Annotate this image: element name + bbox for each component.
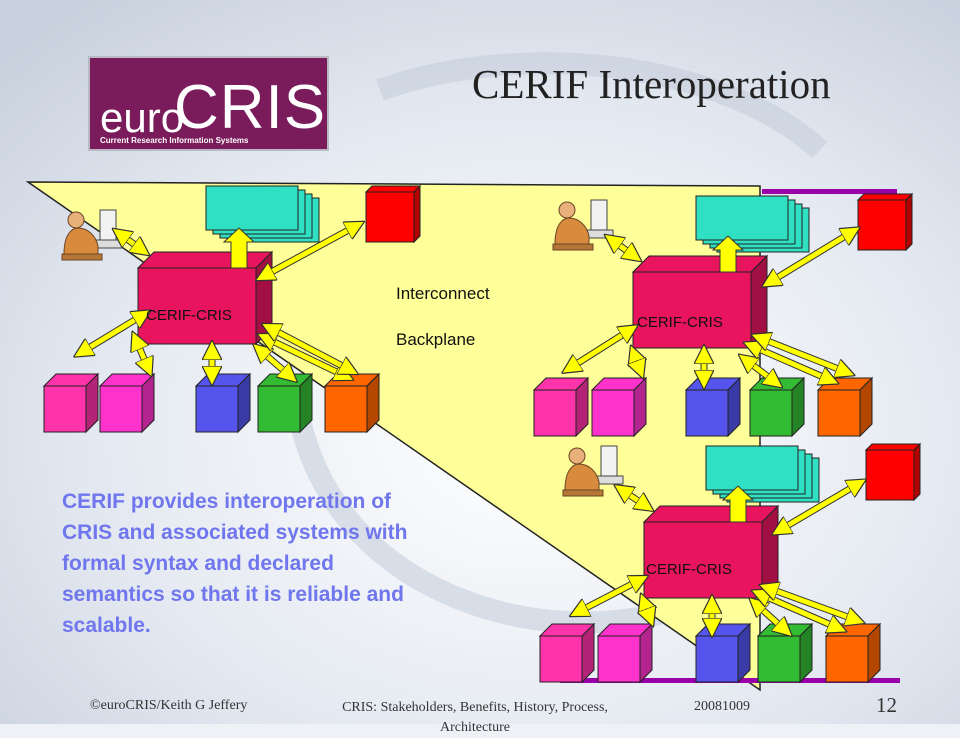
user-at-computer-icon: [61, 209, 123, 261]
double-arrow: [770, 232, 852, 282]
document-stack: [205, 185, 320, 243]
double-arrow: [578, 580, 640, 612]
cris-label: CERIF-CRIS: [146, 307, 232, 324]
footer-copyright: ©euroCRIS/Keith G Jeffery: [90, 698, 248, 713]
cris-cluster-3: [538, 442, 922, 684]
document-stack: [705, 445, 820, 503]
cris-label: CERIF-CRIS: [646, 561, 732, 578]
associated-system-cube: [42, 372, 100, 434]
associated-system-cube: [824, 622, 882, 684]
double-arrow: [264, 226, 356, 276]
double-arrow: [622, 490, 646, 506]
cerif-description: CERIF provides interoperation of CRIS an…: [62, 490, 408, 637]
external-system-box: [364, 184, 422, 244]
associated-system-cube: [323, 372, 381, 434]
user-at-computer-icon: [562, 445, 624, 497]
associated-system-cube: [694, 622, 752, 684]
associated-system-cube: [590, 376, 648, 438]
double-arrow: [570, 330, 630, 368]
footer-presentation-title: CRIS: Stakeholders, Benefits, History, P…: [342, 700, 608, 735]
double-arrow: [760, 338, 846, 372]
cris-cluster-2: [532, 192, 914, 438]
backplane-label-line1: Interconnect: [396, 284, 490, 303]
double-arrow: [634, 354, 640, 370]
double-arrow: [780, 484, 858, 530]
associated-system-cube: [748, 376, 806, 438]
double-arrow: [768, 588, 856, 620]
cerif-cris-cube: [136, 250, 274, 346]
up-arrow: [222, 227, 256, 269]
double-arrow: [136, 340, 148, 368]
cris-label: CERIF-CRIS: [637, 314, 723, 331]
external-system-box: [864, 442, 922, 502]
top-rule: [762, 189, 897, 194]
document-stack: [695, 195, 810, 253]
associated-system-cube: [98, 372, 156, 434]
associated-system-cube: [756, 622, 814, 684]
associated-system-cube: [532, 376, 590, 438]
associated-system-cube: [816, 376, 874, 438]
user-at-computer-icon: [552, 199, 614, 251]
cerif-cris-cube: [631, 254, 769, 350]
double-arrow: [270, 328, 350, 370]
slide-title: CERIF Interoperation: [472, 61, 831, 107]
page-number: 12: [876, 693, 897, 717]
double-arrow: [644, 602, 650, 618]
backplane-label-line2: Backplane: [396, 330, 476, 349]
logo-euro-text: euro: [100, 94, 185, 141]
cris-cluster-1: [42, 184, 422, 434]
eurocris-logo: euro CRIS Current Research Information S…: [88, 56, 329, 151]
double-arrow: [612, 240, 634, 256]
up-arrow: [711, 235, 745, 273]
associated-system-cube: [256, 372, 314, 434]
double-arrow: [120, 234, 142, 250]
logo-cris-text: CRIS: [174, 73, 327, 142]
associated-system-cube: [596, 622, 654, 684]
associated-system-cube: [684, 376, 742, 438]
associated-system-cube: [194, 372, 252, 434]
double-arrow: [82, 315, 143, 352]
associated-system-cube: [538, 622, 596, 684]
logo-subtitle: Current Research Information Systems: [100, 136, 249, 145]
footer-date: 20081009: [694, 699, 750, 714]
external-system-box: [856, 192, 914, 252]
up-arrow: [721, 485, 755, 523]
cerif-cris-cube: [642, 504, 780, 600]
